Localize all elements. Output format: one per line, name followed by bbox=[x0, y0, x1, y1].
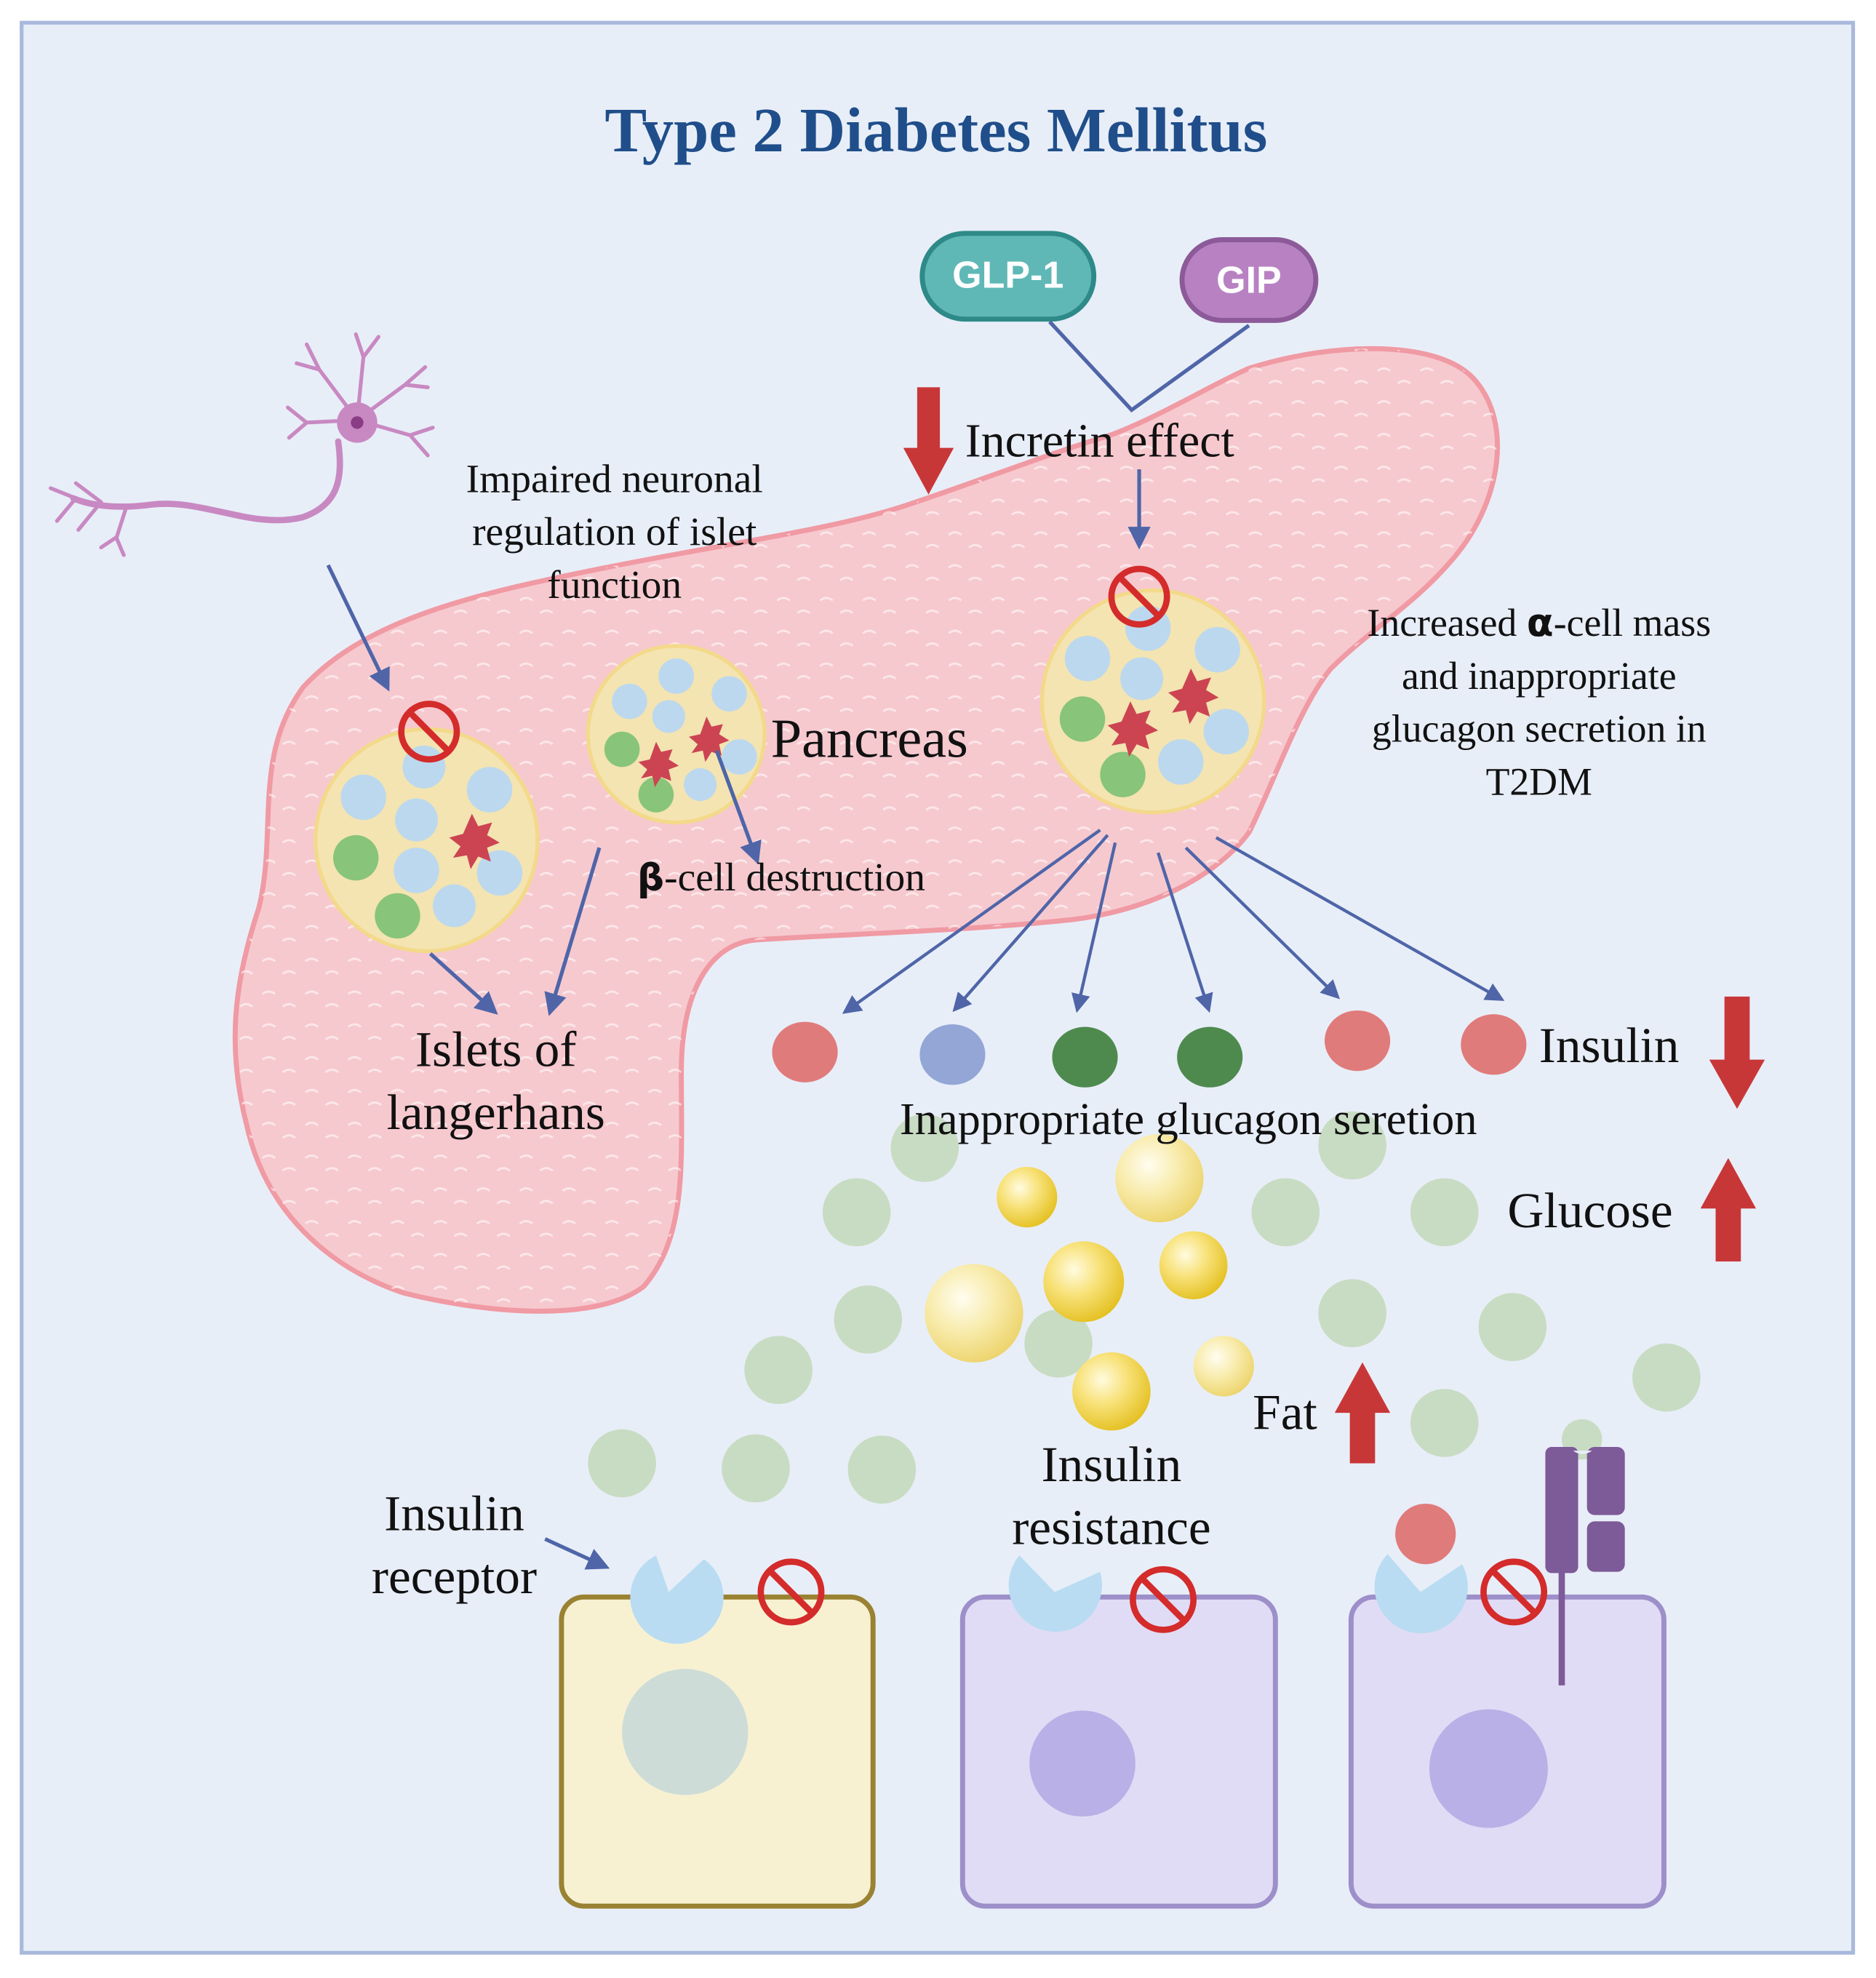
glucagon-secretion-label: Inappropriate glucagon seretion bbox=[900, 1093, 1477, 1144]
fat-droplets bbox=[925, 1133, 1254, 1431]
svg-text:langerhans: langerhans bbox=[386, 1085, 604, 1141]
svg-text:Insulin: Insulin bbox=[384, 1486, 524, 1542]
insulin-receptor-icon bbox=[630, 1555, 724, 1644]
svg-text:Increased α-cell mass: Increased α-cell mass bbox=[1367, 599, 1711, 645]
svg-text:regulation of islet: regulation of islet bbox=[472, 510, 757, 554]
no-entry-icon bbox=[757, 1558, 825, 1626]
islet-to-label-arrow-left bbox=[428, 952, 498, 1015]
incretin-connector bbox=[1048, 320, 1250, 413]
incretin-down-arrow-icon bbox=[903, 387, 954, 495]
diagram-title: Type 2 Diabetes Mellitus bbox=[604, 95, 1267, 165]
no-entry-icon bbox=[1130, 1566, 1197, 1633]
svg-text:resistance: resistance bbox=[1012, 1499, 1210, 1555]
svg-text:Impaired neuronal: Impaired neuronal bbox=[466, 457, 763, 501]
insulin-resistance-label: Insulin resistance bbox=[1012, 1437, 1210, 1556]
fat-label: Fat bbox=[1253, 1385, 1317, 1441]
glp1-pill: GLP-1 bbox=[919, 231, 1097, 322]
glut-transporter-icon bbox=[1545, 1446, 1625, 1686]
no-entry-icon bbox=[1108, 565, 1170, 628]
svg-text:glucagon secretion in: glucagon secretion in bbox=[1372, 707, 1707, 751]
svg-text:and inappropriate: and inappropriate bbox=[1402, 654, 1677, 698]
neuronal-regulation-text: Impaired neuronal regulation of islet fu… bbox=[466, 457, 763, 607]
insulin-down-arrow-icon bbox=[1709, 996, 1765, 1109]
glucose-dots bbox=[588, 1111, 1701, 1746]
cell-purple-middle bbox=[959, 1594, 1278, 1909]
islet-middle bbox=[586, 644, 767, 825]
alpha-cell-mass-text: Increased α-cell mass and inappropriate … bbox=[1367, 599, 1711, 803]
secretion-arrows bbox=[842, 829, 1505, 1014]
glp1-label: GLP-1 bbox=[952, 254, 1063, 296]
islets-of-langerhans-label: Islets of langerhans bbox=[386, 1021, 604, 1141]
beta-destruction-arrow bbox=[714, 749, 762, 865]
insulin-receptor-label: Insulin receptor bbox=[372, 1486, 537, 1605]
svg-text:Insulin: Insulin bbox=[1042, 1437, 1182, 1493]
hormone-dots bbox=[772, 1010, 1527, 1088]
glucose-up-arrow-icon bbox=[1700, 1157, 1757, 1262]
insulin-receptor-icon bbox=[1374, 1554, 1468, 1634]
neuron-icon bbox=[48, 332, 435, 557]
insulin-molecule bbox=[1395, 1503, 1456, 1565]
neuron-to-islet-arrow bbox=[326, 564, 390, 692]
no-entry-icon bbox=[398, 701, 460, 763]
pancreas-shape bbox=[232, 346, 1500, 1314]
pancreas-label: Pancreas bbox=[771, 707, 968, 769]
islet-to-label-arrow-right bbox=[544, 847, 602, 1016]
fat-up-arrow-icon bbox=[1334, 1362, 1391, 1464]
islet-left bbox=[314, 727, 540, 954]
insulin-label: Insulin bbox=[1539, 1018, 1680, 1074]
gip-label: GIP bbox=[1216, 259, 1282, 301]
incretin-effect-label: Incretin effect bbox=[965, 415, 1234, 468]
glucose-label: Glucose bbox=[1507, 1183, 1672, 1239]
svg-text:Islets of: Islets of bbox=[415, 1021, 577, 1077]
gip-pill: GIP bbox=[1179, 237, 1319, 323]
beta-cell-destruction-label: β-cell destruction bbox=[637, 856, 925, 900]
svg-text:T2DM: T2DM bbox=[1486, 759, 1592, 803]
svg-text:function: function bbox=[547, 563, 682, 607]
cell-yellow bbox=[559, 1594, 876, 1909]
no-entry-icon bbox=[1480, 1558, 1548, 1626]
cell-purple-right bbox=[1348, 1594, 1667, 1909]
pancreas-texture bbox=[235, 348, 1498, 1312]
islet-right bbox=[1039, 588, 1266, 815]
svg-text:receptor: receptor bbox=[372, 1549, 537, 1605]
insulin-receptor-icon bbox=[1008, 1555, 1102, 1632]
receptor-pointer-arrow bbox=[544, 1537, 610, 1570]
